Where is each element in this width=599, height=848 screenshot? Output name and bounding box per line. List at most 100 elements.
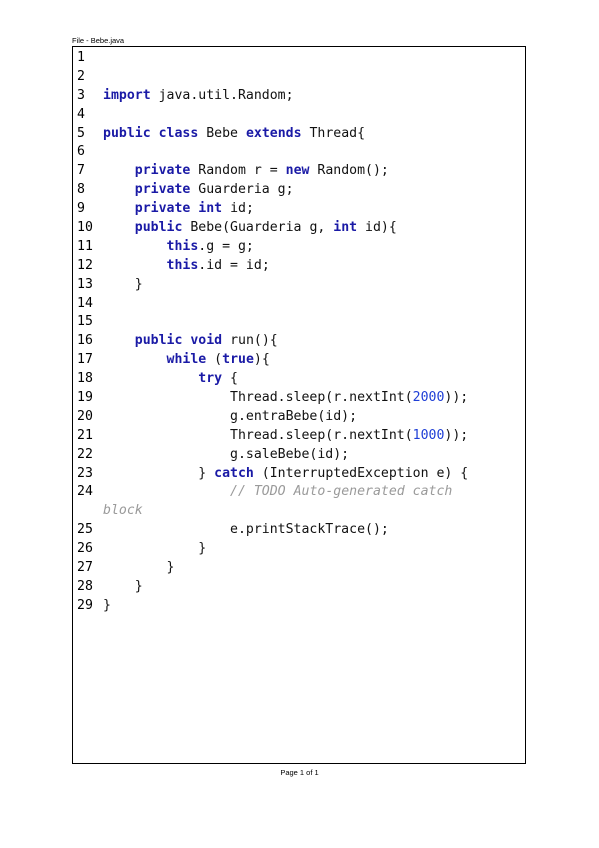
- file-header: File - Bebe.java: [72, 36, 125, 45]
- code-line: 12 this.id = id;: [77, 257, 521, 276]
- line-number: 15: [77, 314, 93, 330]
- code-text: Bebe: [198, 125, 246, 141]
- line-number: 23: [77, 465, 93, 481]
- line-number: 27: [77, 560, 93, 576]
- keyword: int: [333, 220, 358, 236]
- line-number: 24: [77, 484, 93, 500]
- code-line: 7 private Random r = new Random();: [77, 162, 521, 181]
- line-number: 17: [77, 352, 93, 368]
- code-line: 15: [77, 313, 521, 332]
- code-line: 28 }: [77, 578, 521, 597]
- code-line: 1: [77, 49, 521, 68]
- code-line: 18 try {: [77, 370, 521, 389]
- code-text: Thread.sleep(r.nextInt(: [103, 427, 413, 443]
- code-text: [103, 182, 135, 197]
- code-line: 8 private Guarderia g;: [77, 181, 521, 200]
- code-line: 22 g.saleBebe(id);: [77, 446, 521, 465]
- line-number: 28: [77, 578, 93, 594]
- code-line: 23 } catch (InterruptedException e) {: [77, 465, 521, 484]
- code-text: Bebe(Guarderia g,: [182, 220, 334, 236]
- line-number: 4: [77, 106, 85, 122]
- comment: // TODO Auto-generated catch: [230, 484, 453, 500]
- line-number: 25: [77, 522, 93, 538]
- code-line: 9 private int id;: [77, 200, 521, 219]
- line-number: 8: [77, 182, 85, 198]
- code-line: 26 }: [77, 540, 521, 559]
- code-line: 3 import java.util.Random;: [77, 87, 521, 106]
- code-text: [103, 352, 167, 367]
- code-text: }: [103, 578, 143, 594]
- code-text: .g = g;: [198, 238, 254, 254]
- line-number: 19: [77, 390, 93, 406]
- code-line: 13 }: [77, 276, 521, 295]
- line-number: 6: [77, 144, 85, 160]
- keyword: class: [158, 125, 199, 141]
- code-text: [103, 163, 135, 178]
- code-line: 27 }: [77, 559, 521, 578]
- keyword: this: [166, 257, 199, 273]
- code-text: }: [103, 541, 207, 557]
- keyword: import: [103, 87, 151, 103]
- code-line: 17 while (true){: [77, 351, 521, 370]
- code-line: 2: [77, 68, 521, 87]
- keyword: void: [190, 333, 223, 349]
- line-number: 14: [77, 295, 93, 311]
- code-text: [103, 239, 167, 254]
- code-line: block: [77, 502, 521, 521]
- code-text: java.util.Random;: [150, 87, 294, 103]
- code-text: run(){: [222, 333, 278, 349]
- number-literal: 2000: [412, 390, 445, 406]
- keyword: true: [222, 352, 254, 368]
- code-text: ){: [253, 352, 270, 368]
- code-line: 25 e.printStackTrace();: [77, 521, 521, 540]
- keyword: private: [134, 201, 191, 217]
- keyword: new: [285, 163, 310, 179]
- line-number: 3: [77, 87, 85, 103]
- keyword: this: [166, 238, 199, 254]
- keyword: try: [198, 371, 223, 387]
- code-text: e.printStackTrace();: [103, 522, 389, 538]
- code-text: g.entraBebe(id);: [103, 408, 358, 424]
- code-line: 19 Thread.sleep(r.nextInt(2000));: [77, 389, 521, 408]
- code-text: Thread{: [301, 125, 366, 141]
- line-number: 11: [77, 238, 93, 254]
- line-number: 7: [77, 163, 85, 179]
- keyword: while: [166, 352, 207, 368]
- code-text: }: [103, 465, 215, 481]
- keyword: int: [198, 201, 223, 217]
- line-number: 5: [77, 125, 85, 141]
- keyword: public: [103, 125, 151, 141]
- code-line: 4: [77, 106, 521, 125]
- line-number: 10: [77, 220, 93, 236]
- line-number: 26: [77, 541, 93, 557]
- code-text: ));: [444, 390, 469, 406]
- code-text: }: [103, 276, 143, 292]
- code-line: 20 g.entraBebe(id);: [77, 408, 521, 427]
- code-text: [103, 371, 198, 386]
- code-text: Thread.sleep(r.nextInt(: [103, 390, 413, 406]
- code-line: 16 public void run(){: [77, 332, 521, 351]
- code-text: .id = id;: [198, 257, 270, 273]
- code-line: 29}: [77, 597, 521, 616]
- code-text: id;: [222, 201, 254, 217]
- code-text: ));: [444, 427, 469, 443]
- code-text: (: [206, 352, 223, 368]
- keyword: public: [134, 220, 183, 236]
- line-number: 12: [77, 257, 93, 273]
- code-text: (InterruptedException e) {: [253, 465, 469, 481]
- code-line: 24 // TODO Auto-generated catch: [77, 483, 521, 502]
- code-text: [103, 258, 167, 273]
- code-line: 14: [77, 295, 521, 314]
- code-text: [103, 201, 135, 216]
- code-text: Random r =: [190, 163, 286, 179]
- comment: block: [103, 503, 143, 519]
- keyword: catch: [214, 465, 254, 481]
- code-text: [103, 333, 135, 348]
- code-text: Random();: [309, 163, 389, 179]
- line-number: 9: [77, 201, 85, 217]
- code-text: }: [103, 597, 111, 613]
- line-number: 29: [77, 597, 93, 613]
